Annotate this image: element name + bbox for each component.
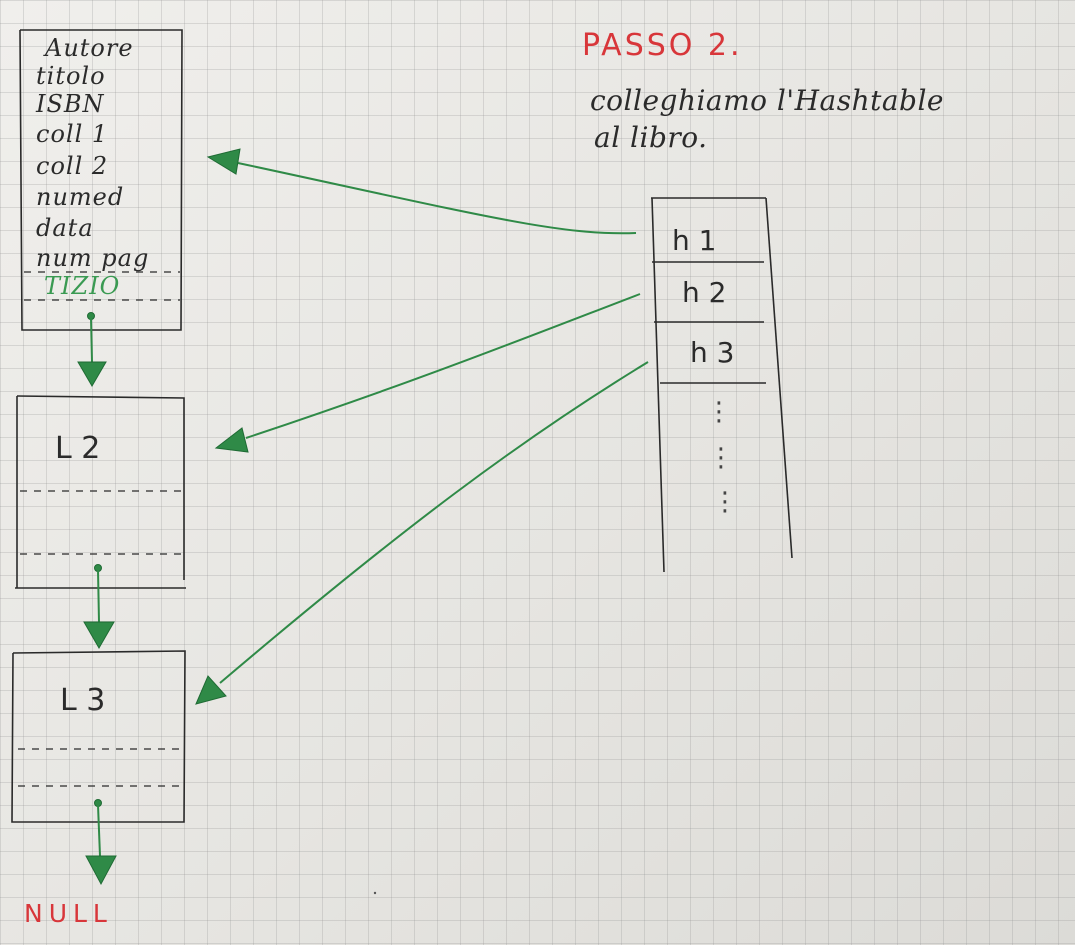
link-h2-line [245, 293, 641, 439]
hashtable-continuation-3: ⋮ [712, 487, 738, 517]
field-titolo: titolo [36, 62, 106, 90]
node-l3: L 3 [11, 650, 186, 823]
hashtable-continuation-1: ⋮ [706, 397, 732, 427]
pointer-line [90, 317, 93, 363]
field-coll-2: coll 2 [36, 152, 108, 180]
link-h1-line [237, 162, 637, 235]
field-isbn: ISBN [35, 90, 105, 118]
link-h2-to-l2 [214, 293, 641, 453]
field-numed: numed [36, 183, 124, 211]
book-record: Autore titolo ISBN coll 1 coll 2 numed d… [19, 29, 183, 331]
pointer-line [97, 804, 101, 857]
description-line-1: colleghiamo l'Hashtable [590, 84, 944, 117]
hashtable-cell-h2: h 2 [682, 276, 726, 309]
field-tizio: TIZIO [44, 272, 120, 300]
next-pointer-l2 [83, 564, 115, 650]
pointer-arrowhead [83, 621, 115, 650]
hashtable-continuation-2: ⋮ [708, 443, 734, 473]
hashtable-cell-h1: h 1 [672, 224, 716, 257]
field-coll-1: coll 1 [36, 120, 108, 148]
link-h2-arrowhead [214, 427, 249, 453]
node-l2: L 2 [15, 395, 186, 589]
hashtable-cell-h3: h 3 [690, 336, 734, 369]
link-h3-line [219, 361, 649, 684]
next-pointer-l3 [85, 799, 117, 886]
next-pointer-record [77, 312, 107, 387]
null-terminator: NULL [24, 899, 113, 928]
link-h1-arrowhead [206, 148, 241, 175]
link-h3-arrowhead [195, 675, 227, 705]
node-l2-border [16, 395, 185, 580]
node-l3-label: L 3 [60, 683, 105, 718]
field-autore: Autore [43, 34, 134, 62]
step-title: PASSO 2. [582, 28, 743, 63]
field-num-pag: num pag [36, 244, 149, 272]
link-h1-to-record [206, 148, 637, 235]
pencil-speck [373, 891, 377, 895]
hashtable: h 1 h 2 h 3 ⋮ ⋮ ⋮ [651, 197, 793, 573]
book-record-border [19, 29, 183, 331]
description-line-2: al libro. [594, 121, 708, 154]
link-h3-to-l3 [195, 361, 649, 705]
pointer-line [97, 569, 100, 623]
hashtable-right [765, 197, 793, 559]
hashtable-left [651, 197, 665, 573]
field-data: data [36, 214, 94, 242]
node-l2-label: L 2 [55, 431, 100, 466]
pointer-arrowhead [77, 361, 107, 387]
node-l3-border [11, 650, 186, 823]
pointer-arrowhead [85, 855, 117, 886]
